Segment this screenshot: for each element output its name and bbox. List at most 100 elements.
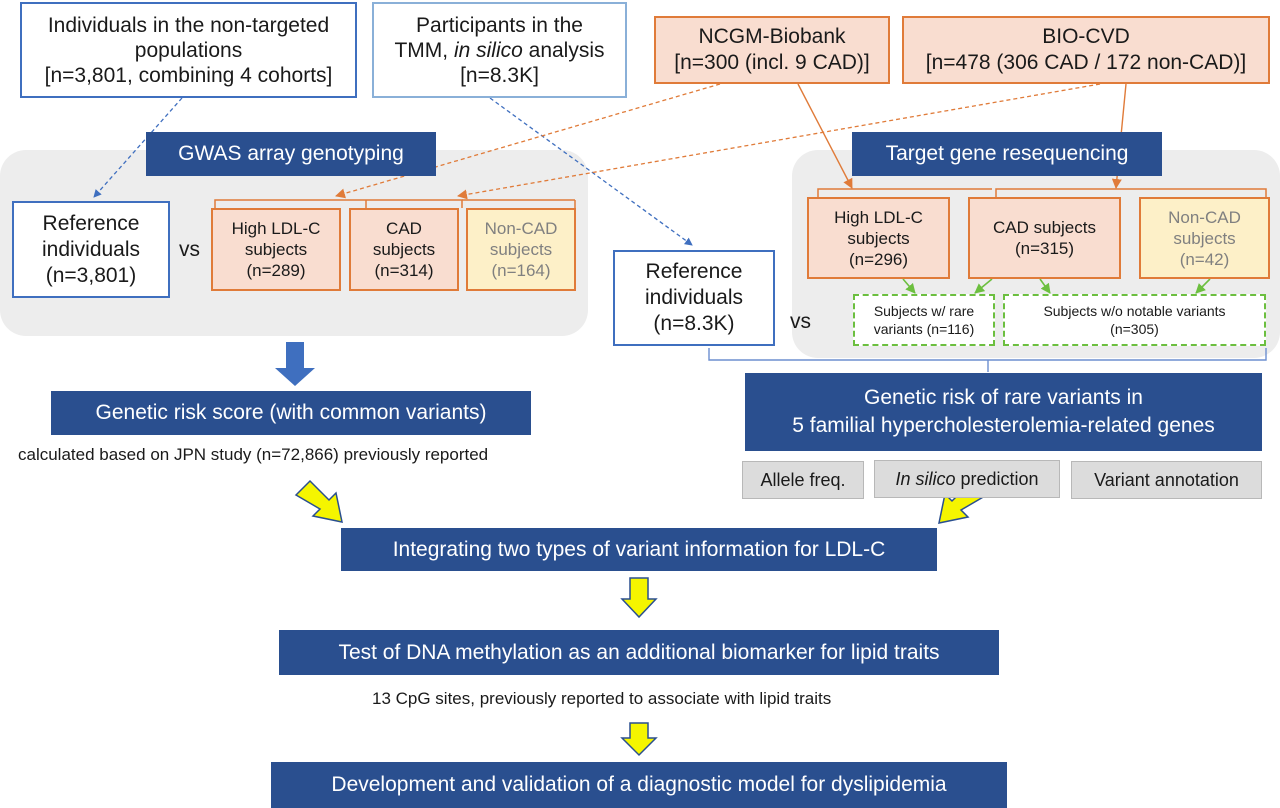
allele-freq-label: Allele freq. (760, 469, 846, 490)
left-noncad-line2: subjects (489, 240, 553, 259)
rare-risk-box: Genetic risk of rare variants in 5 famil… (745, 373, 1262, 451)
right-noncad-line1: Non-CAD (1168, 207, 1241, 227)
allele-freq-box: Allele freq. (742, 461, 864, 499)
left-high-ldl-line3: (n=289) (246, 261, 306, 280)
grs-note: calculated based on JPN study (n=72,866)… (18, 445, 489, 464)
rare-subjects-line2: variants (n=116) (873, 321, 975, 337)
cpg-note: 13 CpG sites, previously reported to ass… (372, 689, 832, 708)
tmm-line2-pre: TMM, (394, 38, 454, 62)
tmm-line1: Participants in the (416, 13, 583, 37)
nontargeted-to-ref-arrow (93, 97, 183, 198)
right-noncad-line3: (n=42) (1179, 249, 1230, 269)
ncgm-to-left-arrow (335, 83, 721, 199)
ref-right-box: Reference individuals (n=8.3K) (613, 250, 775, 346)
no-notable-line1: Subjects w/o notable variants (1043, 303, 1226, 319)
left-noncad-line3: (n=164) (491, 261, 551, 280)
nontargeted-line3: [n=3,801, combining 4 cohorts] (44, 63, 333, 87)
left-noncad-line1: Non-CAD (484, 219, 558, 238)
rare-risk-line1: Genetic risk of rare variants in (864, 386, 1143, 409)
rare-subjects-line1: Subjects w/ rare (873, 303, 975, 319)
ncgm-box: NCGM-Biobank [n=300 (incl. 9 CAD)] (654, 16, 890, 84)
biocvd-box: BIO-CVD [n=478 (306 CAD / 172 non-CAD)] (902, 16, 1270, 84)
ncgm-line2: [n=300 (incl. 9 CAD)] (674, 51, 870, 74)
high-to-rare-arrow (902, 278, 916, 294)
tmm-line2-italic: in silico (453, 38, 523, 62)
right-bracket-high (817, 188, 992, 197)
tmm-line2: TMM, in silico analysis (394, 38, 604, 63)
ncgm-line1: NCGM-Biobank (698, 25, 846, 48)
right-high-ldl-line1: High LDL-C (834, 207, 923, 227)
ref-left-line3: (n=3,801) (45, 263, 137, 287)
insilico-italic: In silico (895, 468, 956, 489)
left-cad-line3: (n=314) (374, 261, 434, 280)
integrate-label: Integrating two types of variant informa… (392, 537, 886, 561)
gwas-label: GWAS array genotyping (178, 142, 404, 165)
right-high-ldl-box: High LDL-C subjects (n=296) (807, 197, 950, 279)
methyl-box: Test of DNA methylation as an additional… (279, 630, 999, 675)
ref-right-line3: (n=8.3K) (653, 312, 735, 335)
rare-risk-line2: 5 familial hypercholesterolemia-related … (792, 414, 1215, 437)
right-noncad-box: Non-CAD subjects (n=42) (1139, 197, 1270, 279)
left-bracket-high (214, 199, 463, 208)
insilico-label: In silico prediction (895, 469, 1038, 490)
ref-right-line2: individuals (644, 286, 744, 309)
biocvd-line1: BIO-CVD (1042, 25, 1130, 48)
vs-left: vs (179, 238, 200, 261)
integrate-box: Integrating two types of variant informa… (341, 528, 937, 571)
ref-left-line2: individuals (41, 237, 141, 261)
target-reseq-header: Target gene resequencing (852, 132, 1162, 176)
right-high-ldl-line2: subjects (847, 228, 910, 248)
left-noncad-box: Non-CAD subjects (n=164) (466, 208, 576, 291)
vs-right: vs (790, 310, 811, 333)
cad-to-rare-arrow (974, 278, 993, 294)
rare-subjects-box: Subjects w/ rare variants (n=116) (853, 294, 995, 346)
left-high-ldl-box: High LDL-C subjects (n=289) (211, 208, 341, 291)
methyl-to-develop-arrow (620, 722, 658, 757)
left-high-ldl-line1: High LDL-C (231, 219, 321, 238)
nontargeted-box: Individuals in the non-targeted populati… (20, 2, 357, 98)
right-cad-line1: CAD subjects (993, 218, 1096, 237)
insilico-post: prediction (955, 468, 1039, 489)
grs-to-integrate-arrow (294, 479, 343, 523)
grs-box: Genetic risk score (with common variants… (51, 391, 531, 435)
left-bracket-cadgroup (365, 199, 576, 208)
annotation-label: Variant annotation (1094, 469, 1239, 490)
develop-box: Development and validation of a diagnost… (271, 762, 1007, 808)
no-notable-line2: (n=305) (1110, 321, 1159, 337)
gwas-header: GWAS array genotyping (146, 132, 436, 176)
right-brace (708, 348, 1267, 372)
right-cad-line2: (n=315) (1014, 239, 1075, 258)
no-notable-box: Subjects w/o notable variants (n=305) (1003, 294, 1266, 346)
methyl-label: Test of DNA methylation as an additional… (338, 640, 940, 664)
nontargeted-line2: populations (134, 38, 243, 62)
biocvd-to-left-arrow (457, 83, 1101, 200)
annotation-box: Variant annotation (1071, 461, 1262, 499)
cad-to-nonotable-arrow (1039, 278, 1051, 294)
noncad-to-nonotable-arrow (1195, 278, 1211, 294)
tmm-line3: [n=8.3K] (460, 63, 539, 87)
ref-left-box: Reference individuals (n=3,801) (12, 201, 170, 298)
ref-left-line1: Reference (42, 211, 140, 235)
ref-right-line1: Reference (645, 260, 743, 283)
left-cad-line2: subjects (372, 240, 436, 259)
right-high-ldl-line3: (n=296) (848, 249, 909, 269)
left-cad-box: CAD subjects (n=314) (349, 208, 459, 291)
nontargeted-line1: Individuals in the non-targeted (47, 13, 330, 37)
biocvd-line2: [n=478 (306 CAD / 172 non-CAD)] (925, 51, 1247, 74)
develop-label: Development and validation of a diagnost… (331, 773, 947, 796)
left-cad-line1: CAD (386, 219, 422, 238)
ncgm-to-right-arrow (797, 83, 853, 189)
left-high-ldl-line2: subjects (244, 240, 308, 259)
right-cad-box: CAD subjects (n=315) (968, 197, 1121, 279)
right-bracket-cadgroup (995, 188, 1267, 197)
right-noncad-line2: subjects (1173, 228, 1236, 248)
target-reseq-label: Target gene resequencing (885, 142, 1129, 165)
gwas-to-grs-arrow (275, 342, 315, 386)
integrate-to-methyl-arrow (620, 577, 658, 619)
insilico-box: In silico prediction (874, 460, 1060, 498)
tmm-box: Participants in the TMM, in silico analy… (372, 2, 627, 98)
tmm-line2-post: analysis (522, 38, 605, 62)
grs-label: Genetic risk score (with common variants… (95, 401, 487, 424)
